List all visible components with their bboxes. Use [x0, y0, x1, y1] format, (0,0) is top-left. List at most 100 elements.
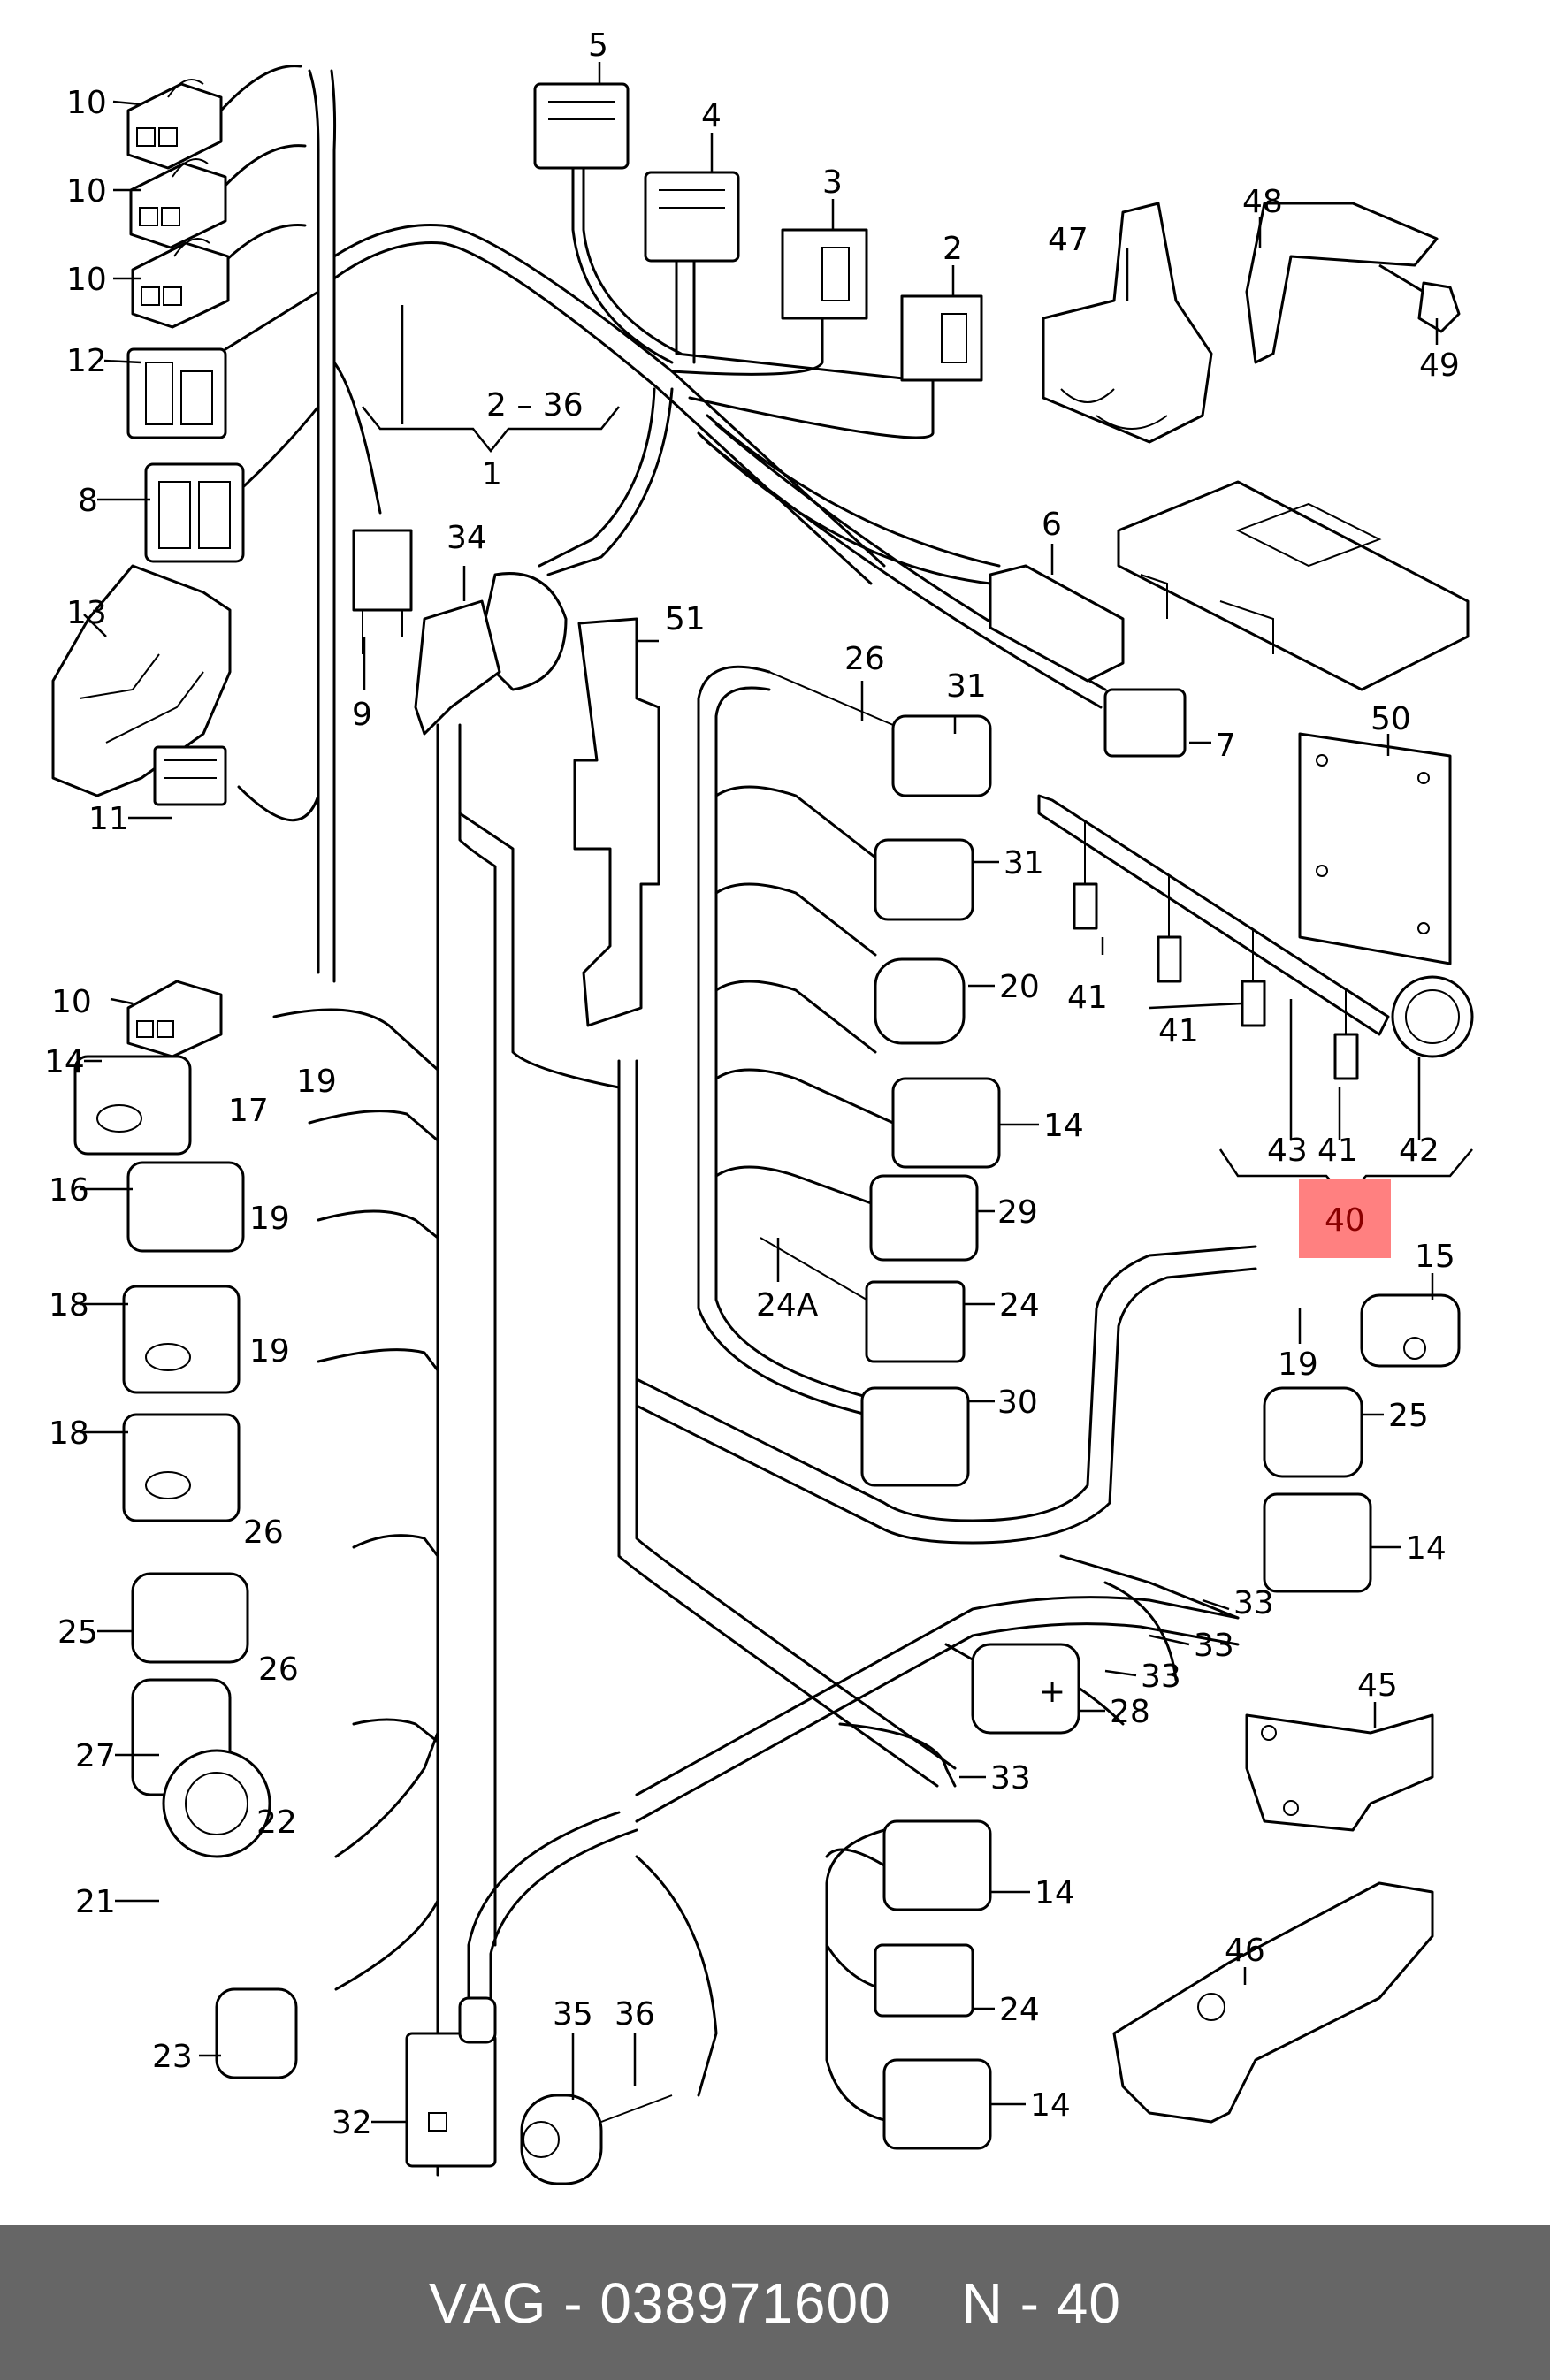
part-labels: 10 10 10 12 8 13 11 10 14 19 17 16 19 18…: [44, 27, 1460, 2141]
label-30: 30: [997, 1385, 1038, 1421]
connector-10c: [131, 238, 230, 329]
svg-text:+: +: [1039, 1674, 1065, 1710]
connector-14-middle: [891, 1077, 1001, 1169]
bracket-51: [573, 617, 660, 1027]
bracket-13: [51, 564, 232, 797]
connector-14-left: [73, 1055, 192, 1156]
label-6: 6: [1042, 507, 1062, 543]
label-25: 25: [1388, 1398, 1429, 1434]
footer-position-prefix: N: [961, 2270, 1004, 2335]
sensor-32: [405, 1996, 497, 2168]
label-14: 14: [1406, 1530, 1447, 1567]
connector-29: [869, 1174, 979, 1262]
label-46: 46: [1225, 1933, 1265, 1969]
connector-12: [126, 347, 227, 439]
label-15: 15: [1415, 1239, 1455, 1275]
connector-14-right: [1263, 1492, 1372, 1593]
footer-separator: -: [1019, 2270, 1040, 2335]
label-7: 7: [1216, 728, 1236, 764]
highlight-box: [1299, 1179, 1391, 1258]
label-19: 19: [249, 1333, 290, 1369]
connector-14-lower-b: [882, 2058, 992, 2150]
connector-24-middle: [760, 1237, 966, 1363]
label-2-36: 2 – 36: [486, 387, 584, 423]
label-43: 43: [1267, 1133, 1308, 1169]
label-22: 22: [256, 1804, 297, 1841]
label-32: 32: [332, 2105, 372, 2141]
label-18: 18: [49, 1287, 89, 1323]
label-29: 29: [997, 1194, 1038, 1231]
label-17: 17: [228, 1093, 269, 1129]
harness-wires: [219, 65, 1257, 2177]
label-33: 33: [1233, 1585, 1274, 1621]
connector-5: [533, 82, 630, 170]
grommet-34: [414, 572, 568, 736]
connector-3: [781, 228, 868, 320]
label-26: 26: [258, 1652, 299, 1688]
injector-harness-40: [1037, 794, 1474, 1080]
label-51: 51: [665, 601, 706, 637]
label-31: 31: [946, 668, 987, 705]
connector-18b: [122, 1413, 241, 1522]
connector-10a: [126, 79, 223, 170]
sensor-26-31: [768, 671, 992, 797]
label-10: 10: [66, 173, 107, 210]
label-33: 33: [990, 1760, 1031, 1796]
label-50: 50: [1371, 701, 1411, 737]
connector-10d: [126, 980, 223, 1058]
label-1: 1: [482, 456, 502, 492]
label-45: 45: [1357, 1667, 1398, 1704]
label-13: 13: [66, 595, 107, 631]
connector-30: [860, 1386, 970, 1487]
label-41: 41: [1067, 980, 1108, 1016]
label-35: 35: [553, 1996, 593, 2033]
label-47: 47: [1048, 222, 1088, 258]
connector-25-right: [1263, 1386, 1363, 1478]
connector-28: +: [971, 1643, 1080, 1735]
label-33: 33: [1141, 1659, 1181, 1695]
connector-25-left: [131, 1572, 249, 1664]
connector-16: [126, 1161, 245, 1253]
connector-9: [352, 529, 413, 654]
bracket-48: [1245, 202, 1439, 364]
sensor-35-36: [520, 2094, 673, 2185]
connector-21: [162, 1749, 271, 1858]
label-14: 14: [1030, 2087, 1071, 2124]
connector-8: [144, 462, 245, 563]
label-26: 26: [243, 1514, 284, 1551]
label-14: 14: [44, 1044, 85, 1080]
label-41: 41: [1158, 1013, 1199, 1049]
label-34: 34: [447, 520, 487, 556]
engine-control-unit: [1117, 480, 1470, 691]
label-16: 16: [49, 1172, 89, 1209]
label-12: 12: [66, 343, 107, 379]
label-10: 10: [66, 85, 107, 121]
label-4: 4: [701, 98, 722, 134]
bracket-47: [1042, 202, 1213, 444]
connector-31b: [874, 838, 974, 921]
connector-6: [989, 564, 1125, 683]
connector-2: [900, 294, 983, 382]
label-14: 14: [1043, 1108, 1084, 1144]
label-19: 19: [1278, 1346, 1318, 1383]
connector-24-lower: [874, 1943, 974, 2018]
bolt-49: [1378, 263, 1461, 333]
label-23: 23: [152, 2039, 193, 2075]
wiring-harness-diagram: +: [44, 27, 1474, 2185]
label-24A: 24A: [756, 1287, 819, 1323]
label-41: 41: [1317, 1133, 1358, 1169]
bracket-45: [1245, 1713, 1434, 1832]
gasket-50: [1298, 732, 1452, 965]
leader-lines: [80, 62, 1473, 2124]
sensor-15: [1360, 1293, 1461, 1368]
label-10: 10: [51, 984, 92, 1020]
label-19: 19: [296, 1064, 337, 1100]
connector-7: [1103, 688, 1187, 758]
connector-4: [644, 171, 740, 263]
label-27: 27: [75, 1738, 116, 1774]
connectors: +: [51, 79, 1474, 2185]
label-10: 10: [66, 262, 107, 298]
label-11: 11: [88, 801, 129, 837]
label-49: 49: [1419, 347, 1460, 384]
label-25: 25: [57, 1614, 98, 1651]
